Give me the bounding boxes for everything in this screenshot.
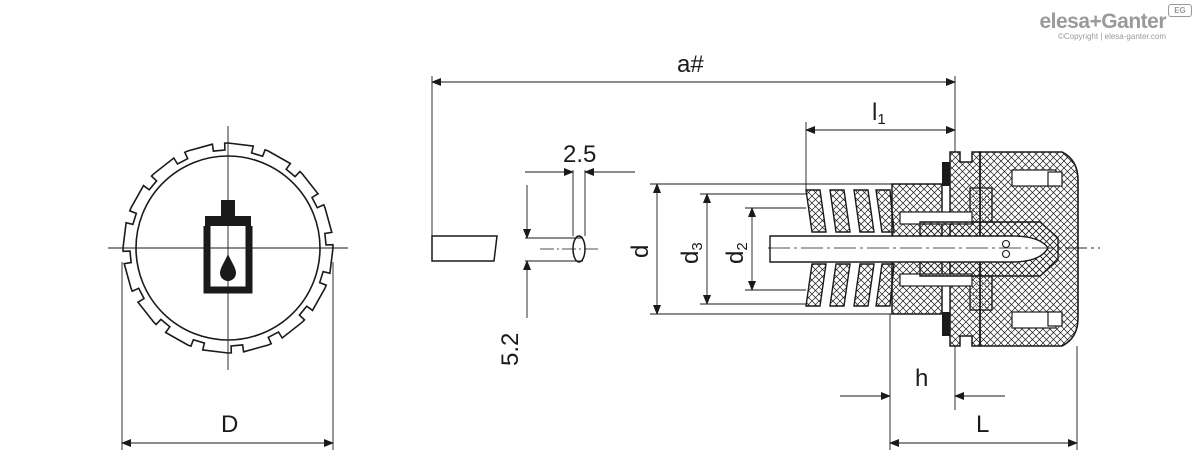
- label-d3: d3: [677, 242, 706, 264]
- label-2-5: 2.5: [563, 141, 596, 168]
- brand-badge: EG: [1168, 4, 1192, 17]
- side-section: [650, 151, 1100, 347]
- brand-logo: elesa+Ganter ©Copyright | elesa-ganter.c…: [1039, 4, 1192, 41]
- label-L: L: [976, 411, 989, 438]
- label-l1: l1: [872, 99, 886, 128]
- label-a-hash: a#: [677, 51, 704, 78]
- spring-fins-bottom: [805, 263, 895, 307]
- dimension-lines: [431, 76, 1078, 450]
- spring-fins-top: [805, 189, 895, 233]
- label-D: D: [221, 411, 238, 438]
- label-d: d: [627, 245, 654, 258]
- front-view: [108, 126, 348, 450]
- label-5-2: 5.2: [497, 333, 524, 366]
- oil-drop-icon: [203, 200, 253, 294]
- label-d2: d2: [722, 242, 751, 264]
- brand-name: elesa+Ganter: [1039, 10, 1166, 33]
- pin-section: [431, 168, 635, 318]
- brand-copyright: ©Copyright | elesa-ganter.com: [1057, 32, 1166, 41]
- label-h: h: [915, 365, 928, 392]
